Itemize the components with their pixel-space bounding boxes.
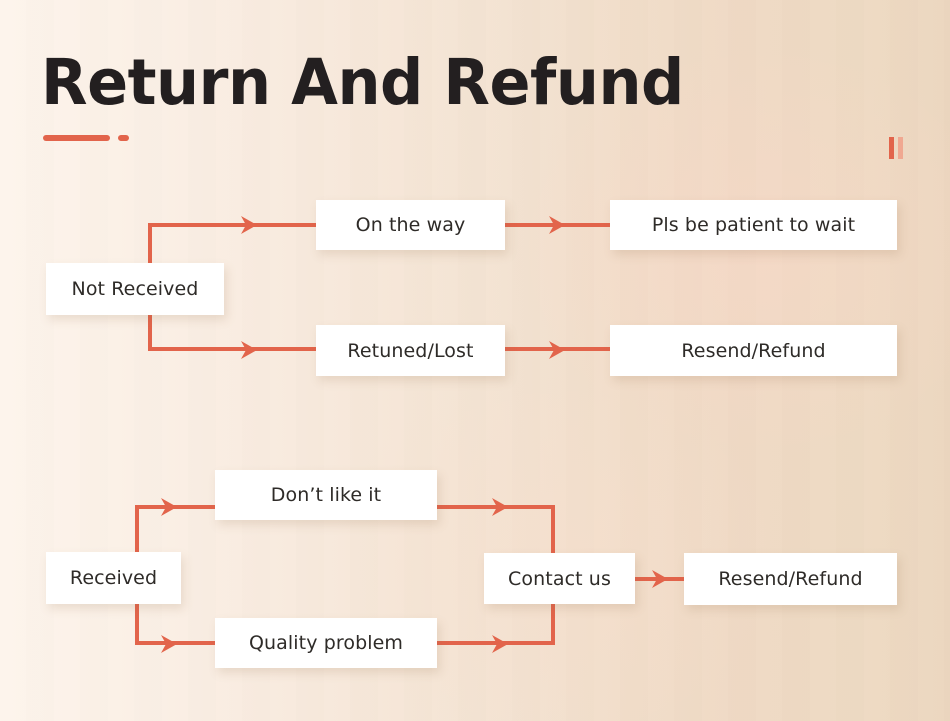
- page-title: Return And Refund: [41, 46, 684, 119]
- node-pls-be-patient-to-wait[interactable]: Pls be patient to wait: [610, 200, 897, 250]
- node-on-the-way[interactable]: On the way: [316, 200, 505, 250]
- node-resend-refund-bottom[interactable]: Resend/Refund: [684, 553, 897, 605]
- connector-received-to-quality-problem: [135, 641, 220, 645]
- node-quality-problem[interactable]: Quality problem: [215, 618, 437, 668]
- arrowhead-to-resend-refund-bottom: [648, 566, 674, 592]
- connector-dont-like-it-to-merge: [433, 505, 555, 509]
- arrowhead-merge-upper: [488, 494, 514, 520]
- arrowhead-to-dont-like-it: [157, 494, 183, 520]
- arrowhead-to-resend-refund-top: [545, 337, 571, 363]
- connector-not-received-to-returned-lost: [148, 347, 320, 351]
- node-returned-lost[interactable]: Retuned/Lost: [316, 325, 505, 376]
- arrowhead-to-pls-be-patient: [545, 212, 571, 238]
- connector-quality-problem-to-merge: [433, 641, 555, 645]
- node-dont-like-it[interactable]: Don’t like it: [215, 470, 437, 520]
- node-resend-refund-top[interactable]: Resend/Refund: [610, 325, 897, 376]
- arrowhead-to-returned-lost: [237, 337, 263, 363]
- connector-received-to-dont-like-it: [135, 505, 220, 509]
- arrowhead-to-on-the-way: [237, 212, 263, 238]
- solid-bar-icon: [889, 137, 894, 159]
- arrowhead-merge-lower: [488, 631, 514, 657]
- node-contact-us[interactable]: Contact us: [484, 553, 635, 604]
- faded-bar-icon: [898, 137, 903, 159]
- corner-pause-mark: [889, 137, 909, 159]
- node-received[interactable]: Received: [46, 552, 181, 604]
- title-accent-dash-short: [118, 135, 129, 141]
- title-accent-dash-long: [43, 135, 110, 141]
- connector-not-received-to-on-the-way: [148, 223, 320, 227]
- arrowhead-to-quality-problem: [157, 631, 183, 657]
- node-not-received[interactable]: Not Received: [46, 263, 224, 315]
